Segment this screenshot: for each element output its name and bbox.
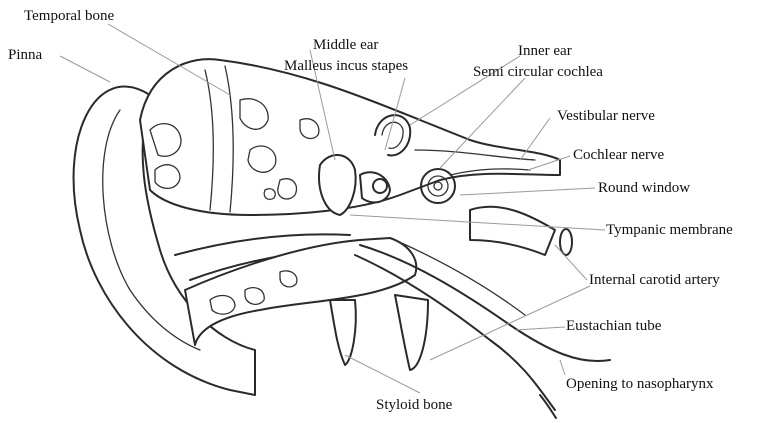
- carotid-shape: [470, 207, 572, 255]
- label-eustachian-tube: Eustachian tube: [566, 318, 661, 335]
- label-tympanic-membrane: Tympanic membrane: [606, 222, 733, 239]
- label-inner-ear: Inner ear: [518, 43, 572, 60]
- label-internal-carotid-artery: Internal carotid artery: [589, 272, 720, 289]
- label-temporal-bone: Temporal bone: [24, 8, 114, 25]
- styloid-shape: [330, 295, 428, 370]
- label-middle-ear: Middle ear: [313, 37, 378, 54]
- label-semi-circular-cochlea: Semi circular cochlea: [473, 64, 603, 81]
- skull-base-shape: [185, 238, 416, 345]
- label-opening-to-nasopharynx: Opening to nasopharynx: [566, 376, 713, 393]
- label-cochlear-nerve: Cochlear nerve: [573, 147, 664, 164]
- label-styloid-bone: Styloid bone: [376, 397, 452, 414]
- label-pinna: Pinna: [8, 47, 42, 64]
- label-malleus-incus-stapes: Malleus incus stapes: [284, 58, 408, 75]
- label-round-window: Round window: [598, 180, 690, 197]
- label-vestibular-nerve: Vestibular nerve: [557, 108, 655, 125]
